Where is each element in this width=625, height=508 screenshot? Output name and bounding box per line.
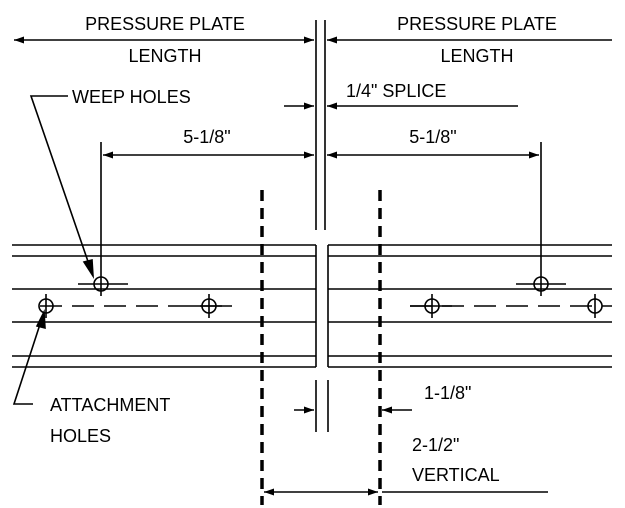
left-pressure-plate — [12, 244, 317, 368]
weep-dim-right-label: 5-1/8" — [409, 127, 456, 147]
pressure-plate-left-label-line1: PRESSURE PLATE — [85, 14, 245, 34]
weep-hole-left — [78, 265, 128, 296]
weep-hole-right — [516, 265, 566, 296]
right-pressure-plate — [327, 244, 612, 368]
vertical-dim-label-line2: VERTICAL — [412, 465, 500, 485]
pressure-plate-right-label-line1: PRESSURE PLATE — [397, 14, 557, 34]
attachment-holes-label-line1: ATTACHMENT — [50, 395, 170, 415]
weep-dim-left-label: 5-1/8" — [183, 127, 230, 147]
offset-dim-label: 1-1/8" — [424, 383, 471, 403]
pressure-plate-left-label-line2: LENGTH — [128, 46, 201, 66]
weep-holes-label: WEEP HOLES — [72, 87, 191, 107]
splice-label: 1/4" SPLICE — [346, 81, 446, 101]
attachment-hole-right-2 — [587, 294, 603, 318]
pressure-plate-right-label-line2: LENGTH — [440, 46, 513, 66]
attachment-hole-left-2 — [190, 294, 232, 318]
attachment-holes-label-line2: HOLES — [50, 426, 111, 446]
weep-holes-leader — [29, 95, 94, 277]
attachment-holes-leader — [12, 311, 45, 405]
attachment-hole-left-1 — [38, 294, 54, 318]
attachment-hole-right-1 — [410, 294, 452, 318]
vertical-dim-label-line1: 2-1/2" — [412, 435, 459, 455]
